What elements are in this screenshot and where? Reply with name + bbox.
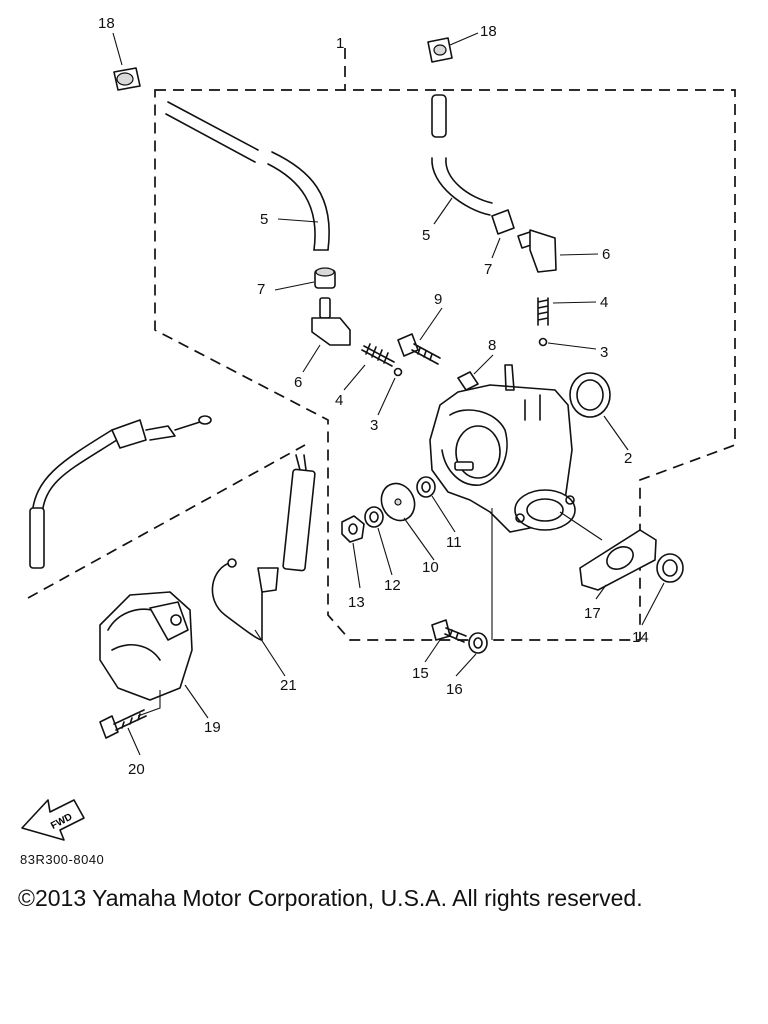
o-ring-part-14 <box>656 553 684 583</box>
callout-12: 12 <box>384 577 401 594</box>
callout-8: 8 <box>488 337 496 354</box>
callout-19: 19 <box>204 719 221 736</box>
callout-20: 20 <box>128 761 145 778</box>
washer-part-11 <box>416 476 436 498</box>
screw-part-20 <box>99 709 147 739</box>
callout-9: 9 <box>434 291 442 308</box>
oil-hose-left <box>165 101 330 251</box>
callout-5a: 5 <box>260 211 268 228</box>
spring-left <box>361 343 395 367</box>
cable-part-21 <box>211 454 316 641</box>
callout-7a: 7 <box>257 281 265 298</box>
callout-21: 21 <box>280 677 297 694</box>
callout-6a: 6 <box>294 374 302 391</box>
callout-3a: 3 <box>370 417 378 434</box>
callout-16: 16 <box>446 681 463 698</box>
callout-14: 14 <box>632 629 649 646</box>
gasket-part-17 <box>579 529 657 591</box>
hose-clamp-left <box>314 267 336 289</box>
callout-4b: 4 <box>600 294 608 311</box>
drawing-code: 83R300-8040 <box>20 852 105 867</box>
callout-10: 10 <box>422 559 439 576</box>
cap-part-18-left <box>113 67 141 91</box>
assembly-boundary <box>154 89 736 641</box>
pump-cover-part-19 <box>99 591 193 701</box>
callout-3b: 3 <box>600 344 608 361</box>
callout-4a: 4 <box>335 392 343 409</box>
oil-pump-body <box>429 364 576 533</box>
callout-18b: 18 <box>480 23 497 40</box>
forward-arrow-icon: FWD <box>21 799 85 841</box>
cap-part-18-top <box>427 37 453 63</box>
elbow-fitting-right <box>517 229 557 273</box>
leader-lines <box>112 32 665 756</box>
callout-5b: 5 <box>422 227 430 244</box>
callout-1: 1 <box>336 35 344 52</box>
washer-part-8 <box>457 371 479 391</box>
callout-11: 11 <box>446 534 462 551</box>
callout-13: 13 <box>348 594 365 611</box>
washer-part-12 <box>364 506 384 528</box>
bolt-part-15 <box>431 619 467 643</box>
bolt-part-9 <box>397 333 441 365</box>
oil-seal-part-2 <box>569 372 611 418</box>
hose-clamp-right <box>491 209 515 235</box>
callout-6b: 6 <box>602 246 610 263</box>
nut-part-13 <box>341 515 365 543</box>
pump-cable <box>29 415 212 569</box>
copyright-notice: ©2013 Yamaha Motor Corporation, U.S.A. A… <box>18 885 643 911</box>
washer-part-16 <box>468 632 488 654</box>
check-ball-left <box>393 367 403 377</box>
callout-17: 17 <box>584 605 601 622</box>
callout-15: 15 <box>412 665 429 682</box>
check-ball-right <box>538 337 548 347</box>
callout-7b: 7 <box>484 261 492 278</box>
callout-18a: 18 <box>98 15 115 32</box>
spring-right <box>537 297 549 326</box>
callout-2: 2 <box>624 450 632 467</box>
elbow-fitting-left <box>311 297 351 346</box>
oil-hose-right <box>431 94 493 216</box>
